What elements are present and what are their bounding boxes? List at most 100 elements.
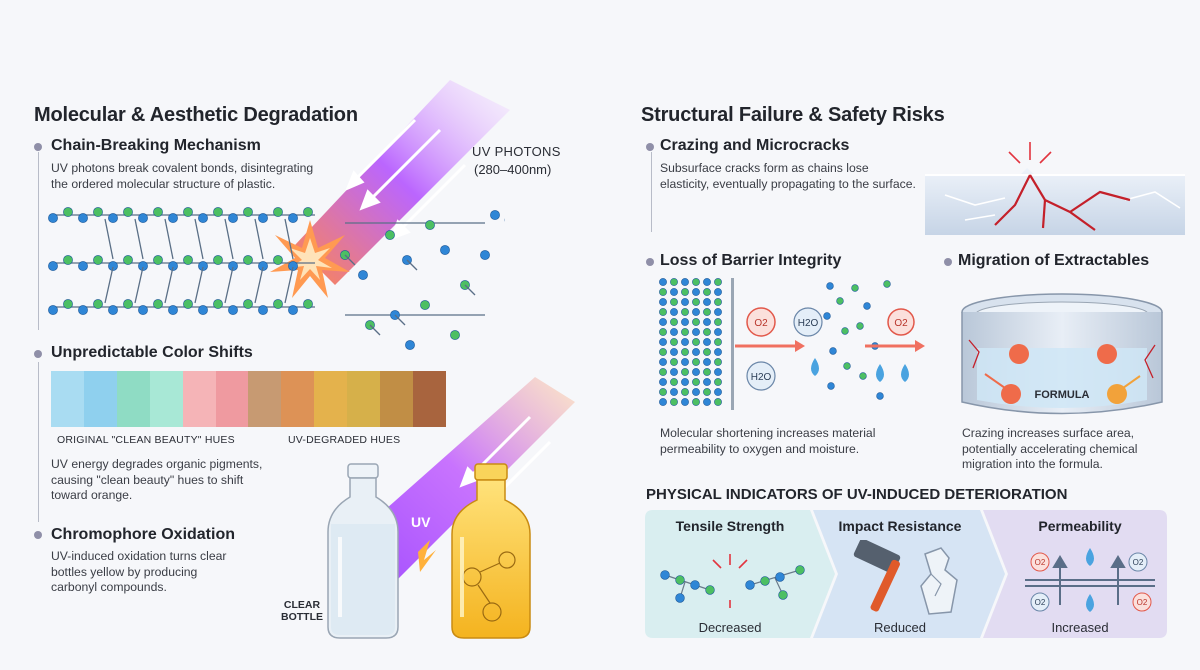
bond bbox=[254, 266, 264, 304]
fragment-atom bbox=[480, 250, 490, 260]
atom bbox=[213, 255, 223, 265]
bullet-icon bbox=[34, 531, 42, 539]
atom bbox=[93, 207, 103, 217]
atom bbox=[78, 213, 88, 223]
tensile-atom bbox=[690, 580, 700, 590]
barrier-atom bbox=[703, 278, 711, 286]
atom bbox=[213, 299, 223, 309]
atom bbox=[153, 255, 163, 265]
bond bbox=[194, 218, 204, 260]
barrier-atom bbox=[714, 358, 722, 366]
indicator-tensile-value: Decreased bbox=[698, 620, 762, 635]
barrier-atom bbox=[692, 378, 700, 386]
barrier-atom bbox=[714, 388, 722, 396]
craze-heading: Crazing and Microcracks bbox=[660, 137, 850, 154]
barrier-atom bbox=[703, 378, 711, 386]
tensile-atom bbox=[795, 565, 805, 575]
barrier-atom bbox=[876, 392, 884, 400]
indicator-permeability-name: Permeability bbox=[1038, 518, 1122, 534]
barrier-atom bbox=[670, 348, 678, 356]
barrier-atom bbox=[681, 278, 689, 286]
fragment-atom bbox=[440, 245, 450, 255]
atom bbox=[273, 299, 283, 309]
bond bbox=[164, 218, 174, 260]
atom bbox=[108, 261, 118, 271]
bond bbox=[104, 218, 114, 260]
color-swatch bbox=[216, 371, 249, 427]
barrier-atom bbox=[883, 280, 891, 288]
fragment-atom bbox=[450, 330, 460, 340]
barrier-atom bbox=[659, 288, 667, 296]
barrier-atom bbox=[714, 398, 722, 406]
o2-label-1: O2 bbox=[754, 318, 768, 329]
clear-bottle-label: CLEAR BOTTLE bbox=[281, 599, 323, 623]
atom bbox=[183, 207, 193, 217]
uv-beam-top bbox=[270, 80, 510, 298]
uv-beam-bottom bbox=[327, 377, 575, 639]
uv-wavelength-label: (280–400nm) bbox=[474, 162, 552, 177]
barrier-atom bbox=[827, 382, 835, 390]
atom bbox=[168, 261, 178, 271]
craze-text: Subsurface cracks form as chains lose el… bbox=[660, 161, 916, 191]
right-title: Structural Failure & Safety Risks bbox=[641, 104, 945, 126]
barrier-atom bbox=[714, 368, 722, 376]
barrier-atom bbox=[843, 362, 851, 370]
atom bbox=[183, 255, 193, 265]
original-swatches bbox=[51, 371, 249, 427]
barrier-atom bbox=[670, 378, 678, 386]
perm-o2-3: O2 bbox=[1035, 598, 1046, 607]
barrier-atom bbox=[692, 388, 700, 396]
barrier-atom bbox=[681, 328, 689, 336]
barrier-atom bbox=[823, 312, 831, 320]
barrier-atom bbox=[670, 368, 678, 376]
bond bbox=[104, 266, 114, 304]
h2o-label-1: H2O bbox=[798, 318, 819, 329]
barrier-atom bbox=[851, 284, 859, 292]
atom bbox=[288, 213, 298, 223]
polymer-chain bbox=[48, 207, 505, 350]
indicator-impact-value: Reduced bbox=[873, 620, 927, 635]
perm-o2-1: O2 bbox=[1035, 558, 1046, 567]
atom bbox=[123, 207, 133, 217]
bond bbox=[134, 218, 144, 260]
barrier-atom bbox=[703, 288, 711, 296]
barrier-atom bbox=[670, 398, 678, 406]
barrier-atom bbox=[670, 328, 678, 336]
chromo-text: UV-induced oxidation turns clear bottles… bbox=[51, 549, 227, 594]
barrier-atom bbox=[659, 308, 667, 316]
chain-text: UV photons break covalent bonds, disinte… bbox=[51, 161, 314, 191]
barrier-atom bbox=[659, 398, 667, 406]
atom bbox=[213, 207, 223, 217]
barrier-atom bbox=[703, 388, 711, 396]
barrier-atom bbox=[692, 288, 700, 296]
atom bbox=[153, 299, 163, 309]
bond bbox=[344, 254, 356, 266]
barrier-atom bbox=[681, 348, 689, 356]
barrier-atom bbox=[670, 288, 678, 296]
bullet-icon bbox=[646, 143, 654, 151]
degraded-hues-label: UV-DEGRADED HUES bbox=[288, 434, 401, 446]
barrier-atom bbox=[681, 338, 689, 346]
atom bbox=[258, 213, 268, 223]
atom bbox=[48, 261, 58, 271]
indicator-tensile-name: Tensile Strength bbox=[675, 518, 785, 534]
permeability-icon: O2 O2 O2 O2 bbox=[1025, 548, 1155, 612]
atom bbox=[78, 261, 88, 271]
uv-photons-label: UV PHOTONS bbox=[472, 144, 561, 159]
atom bbox=[303, 207, 313, 217]
bond bbox=[284, 218, 294, 260]
barrier-atom bbox=[714, 298, 722, 306]
container-illustration: FORMULA bbox=[961, 293, 1163, 415]
color-swatch bbox=[84, 371, 117, 427]
atom bbox=[93, 255, 103, 265]
bond bbox=[194, 266, 204, 304]
barrier-atom bbox=[826, 282, 834, 290]
atom bbox=[138, 261, 148, 271]
bond bbox=[284, 266, 294, 304]
clear-bottle bbox=[327, 463, 399, 639]
barrier-atom bbox=[681, 318, 689, 326]
chain-heading: Chain-Breaking Mechanism bbox=[51, 137, 261, 154]
fragment-atom bbox=[425, 220, 435, 230]
atom bbox=[303, 299, 313, 309]
indicators-panel: Tensile Strength Impact Resistance Perme… bbox=[645, 510, 1167, 638]
